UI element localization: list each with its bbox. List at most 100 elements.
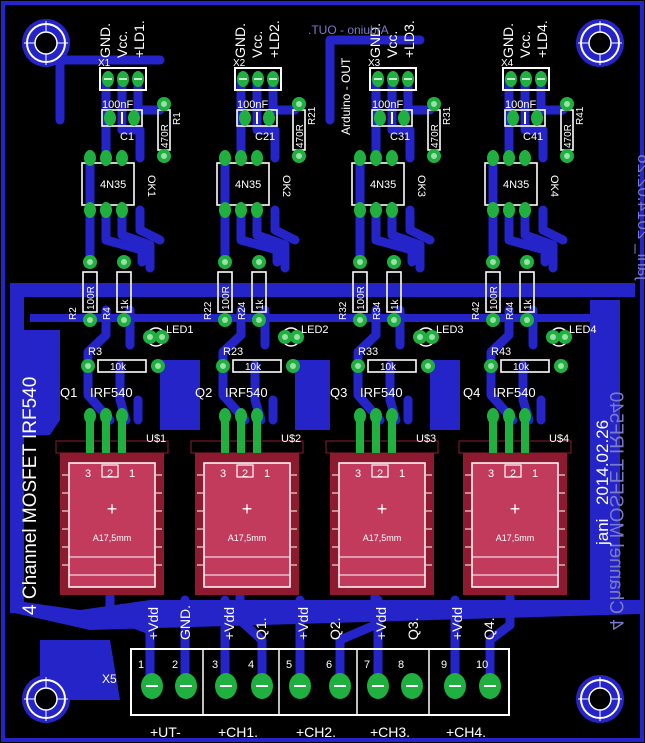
led-resistor-body [116, 271, 132, 313]
via-icon [357, 317, 363, 323]
input-header-outline [369, 67, 417, 91]
header-ld-label: +LD1. [131, 20, 147, 58]
pad-icon [84, 408, 96, 424]
pulldown-ref: R33 [358, 346, 378, 358]
capacitor-value: 100nF [372, 99, 403, 111]
mirrored-arduino-label: .TUO - oniubrA [308, 23, 389, 37]
heatsink-tab [504, 464, 522, 478]
pad-icon [251, 408, 263, 424]
pad-icon [251, 150, 263, 166]
pad-icon [235, 202, 247, 218]
pad-icon [116, 408, 128, 424]
header-ref: X1 [98, 58, 111, 69]
terminal-pin-label: GND. [177, 605, 193, 640]
mosfet-pin [253, 415, 261, 453]
input-header-outline [234, 67, 282, 91]
heatsink-pin-number: 3 [85, 468, 91, 480]
pad-icon [503, 202, 515, 218]
mosfet-pin [86, 415, 94, 453]
terminal-pin-label: Q1. [253, 617, 269, 640]
optocoupler-value: 4N35 [100, 179, 126, 191]
capacitor-outline [236, 109, 278, 127]
terminal-pin-number: 2 [172, 659, 178, 671]
led-resistor-value: 1k [390, 298, 401, 310]
pad-icon [84, 202, 96, 218]
via-icon [296, 153, 302, 159]
pulldown-ref: R23 [223, 346, 243, 358]
mosfet-value: IRF540 [493, 385, 536, 400]
pad-icon [354, 202, 366, 218]
gate-resistor-body [485, 271, 501, 313]
heatsink-tab [101, 464, 119, 478]
capacitor-outline [101, 109, 143, 127]
top-resistor-value: 470R [295, 124, 306, 148]
svg-text:4 Channel MOSFET IRF540: 4 Channel MOSFET IRF540 [605, 392, 626, 630]
via-icon [490, 317, 496, 323]
mosfet-pin [356, 415, 364, 453]
terminal-pin-number: 5 [286, 659, 292, 671]
board-title: 4 Channel MOSFET IRF540 [20, 377, 41, 615]
capacitor-value: 100nF [237, 99, 268, 111]
pulldown-ref: R3 [88, 346, 102, 358]
pad-icon [84, 150, 96, 166]
heatsink-pin-number: 1 [399, 468, 405, 480]
input-header-outline [99, 67, 147, 91]
heatsink-pin-number: 2 [242, 468, 248, 480]
pad-icon [235, 408, 247, 424]
via-icon [222, 317, 228, 323]
optocoupler-value: 4N35 [235, 179, 261, 191]
via-icon [429, 334, 435, 340]
pad-icon [100, 202, 112, 218]
pad-icon [386, 150, 398, 166]
capacitor-ref: C1 [120, 131, 134, 143]
capacitor-outline [504, 109, 546, 127]
pulldown-value: 10k [513, 362, 530, 373]
gate-resistor-ref: R22 [203, 301, 214, 320]
terminal-bottom-label: +CH2. [296, 724, 336, 740]
pad-icon [519, 408, 531, 424]
heatsink-body [203, 462, 291, 588]
pad-icon [219, 202, 231, 218]
pad-icon [374, 110, 386, 126]
pad-icon [531, 110, 543, 126]
via-icon [355, 363, 361, 369]
via-icon [85, 363, 91, 369]
pad-icon [100, 408, 112, 424]
capacitor-outline [371, 109, 413, 127]
via-icon [431, 153, 437, 159]
via-icon [564, 101, 570, 107]
mosfet-value: IRF540 [225, 385, 268, 400]
heatsink-pin-number: 1 [532, 468, 538, 480]
header-vcc-label: Vcc. [114, 31, 130, 58]
mirrored-date: jani_ 2014.02.26 [634, 154, 645, 281]
header-vcc-label: Vcc. [517, 31, 533, 58]
heatsink-center-mark: + [377, 499, 388, 519]
header-gnd-label: GND. [367, 23, 383, 58]
via-icon [417, 334, 423, 340]
terminal-pin-label: Q3. [405, 617, 421, 640]
heatsink-center-mark: + [242, 499, 253, 519]
terminal-pin-number: 6 [326, 659, 332, 671]
pad-icon [263, 110, 275, 126]
heatsink-pin-number: 1 [129, 468, 135, 480]
via-icon [147, 334, 153, 340]
heatsink-base [471, 556, 559, 576]
header-ld-label: +LD2. [266, 20, 282, 58]
terminal-pin-number: 9 [441, 659, 447, 671]
gate-resistor-body [82, 271, 98, 313]
terminal-bottom-label: +CH4. [446, 724, 486, 740]
optocoupler-value: 4N35 [370, 179, 396, 191]
terminal-pin-label: +Vdd [295, 607, 311, 640]
via-icon [562, 334, 568, 340]
via-icon [222, 259, 228, 265]
terminal-bottom-label: +CH3. [370, 724, 410, 740]
header-ref: X2 [233, 58, 246, 69]
heatsink-center-mark: + [510, 499, 521, 519]
pad-icon [398, 110, 410, 126]
terminal-bottom-label: +CH1. [218, 724, 258, 740]
